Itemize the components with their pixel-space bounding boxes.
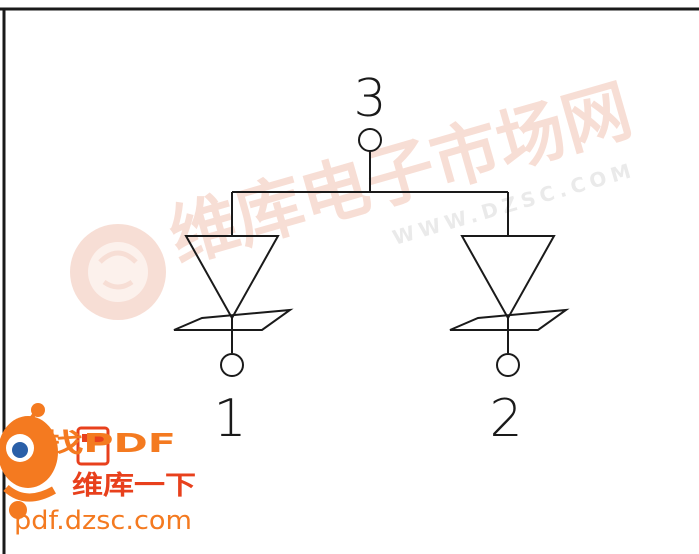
pdf-badge[interactable]: 找PDF 维库一下 pdf.dzsc.com bbox=[0, 403, 196, 536]
pin-3-label: 3 bbox=[353, 69, 386, 129]
mascot-icon bbox=[0, 403, 58, 519]
badge-find-pdf-text: 找PDF bbox=[42, 429, 176, 459]
dual-diode-symbol bbox=[173, 128, 570, 377]
badge-url-link[interactable]: pdf.dzsc.com bbox=[14, 506, 192, 536]
pin-3-terminal bbox=[358, 128, 382, 152]
pdf-file-icon bbox=[76, 426, 110, 466]
left-diode-triangle bbox=[184, 235, 280, 321]
pin-2-label: 2 bbox=[489, 389, 522, 449]
pin-1-terminal bbox=[220, 353, 244, 377]
pin-2-terminal bbox=[496, 353, 520, 377]
watermark-logo-icon bbox=[70, 224, 166, 320]
badge-search-text: 维库一下 bbox=[72, 470, 196, 501]
right-diode-triangle bbox=[460, 235, 556, 321]
pin-1-label: 1 bbox=[213, 389, 246, 449]
